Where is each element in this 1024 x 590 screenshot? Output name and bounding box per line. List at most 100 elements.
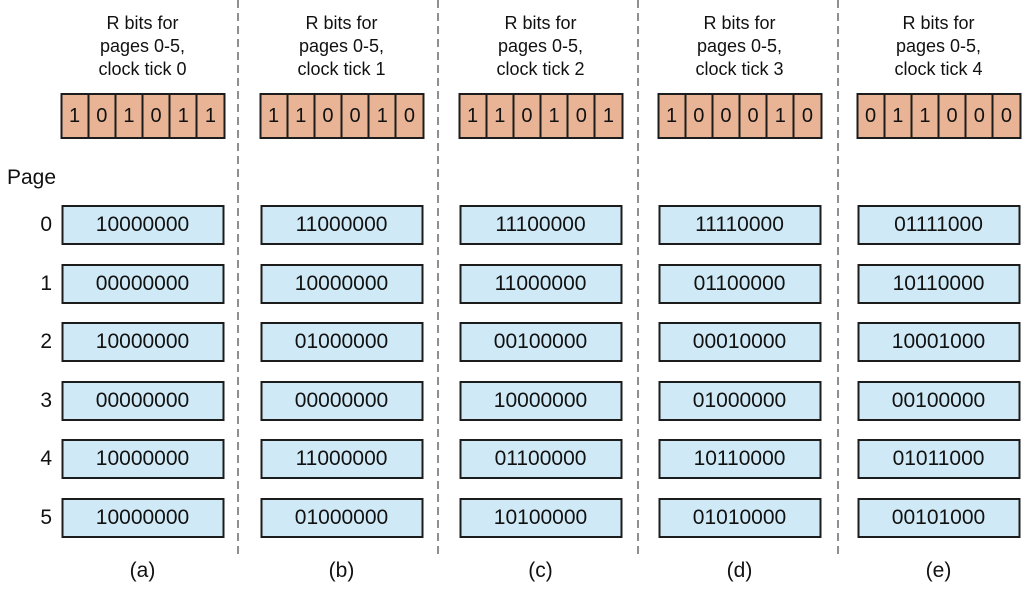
r-bit-cell: 0	[940, 95, 967, 137]
column-header-line: pages 0-5,	[298, 36, 385, 56]
r-bit-cell: 0	[89, 95, 117, 137]
column-header-line: clock tick 0	[98, 59, 187, 79]
r-bit-cell: 1	[204, 104, 216, 127]
column-header-line: pages 0-5,	[696, 36, 783, 56]
page-number-column: 0 1 2 3 4 5	[0, 205, 52, 538]
r-bit-cell: 0	[514, 95, 542, 137]
aging-counter-box: 11100000	[459, 205, 622, 245]
column-header: R bits for pages 0-5, clock tick 0	[43, 12, 242, 81]
page-number: 1	[40, 271, 52, 295]
r-bit-cell: 1	[171, 95, 198, 137]
dashed-column-separator	[437, 0, 439, 556]
aging-counter-box: 01100000	[459, 439, 622, 480]
aging-counter-box: 00100000	[857, 380, 1020, 421]
r-bit-cell: 1	[261, 95, 289, 137]
column-label: (c)	[528, 559, 553, 582]
aging-counter-box: 11000000	[459, 263, 622, 304]
r-bit-cell: 1	[116, 95, 144, 137]
column-header-line: pages 0-5,	[497, 36, 584, 56]
r-bit-cell: 1	[542, 95, 569, 137]
r-bit-cell: 1	[659, 95, 687, 137]
column-header-line: pages 0-5,	[99, 36, 186, 56]
r-bit-cell: 0	[569, 95, 596, 137]
aging-counter-box: 10000000	[61, 322, 224, 363]
aging-counter-box: 01011000	[857, 439, 1020, 480]
r-bit-cell: 1	[62, 95, 90, 137]
page-number: 4	[40, 447, 52, 471]
dashed-column-separator	[237, 0, 239, 556]
r-bit-cell: 0	[1000, 104, 1012, 127]
page-axis-label: Page	[7, 166, 57, 189]
r-bit-cell: 1	[288, 95, 316, 137]
r-bit-cell: 0	[858, 95, 886, 137]
aging-counter-box: 01000000	[260, 497, 423, 538]
column-header-line: R bits for	[902, 13, 975, 33]
counters-stack: 10000000 00000000 10000000 00000000 10000000…	[61, 205, 224, 538]
column-label: (d)	[726, 559, 753, 582]
aging-counter-box: 11000000	[260, 205, 423, 245]
aging-counter-box: 10001000	[857, 322, 1020, 363]
aging-counter-box: 10100000	[459, 497, 622, 538]
aging-counter-box: 10000000	[61, 497, 224, 538]
aging-counter-box: 00000000	[61, 263, 224, 304]
page-number: 2	[40, 330, 52, 354]
aging-counter-box: 01000000	[658, 380, 821, 421]
r-bit-cell: 1	[602, 104, 614, 127]
aging-counter-box: 10110000	[857, 263, 1020, 304]
r-bit-cell: 0	[967, 95, 994, 137]
r-bit-cell: 1	[460, 95, 488, 137]
aging-counter-box: 00000000	[260, 380, 423, 421]
aging-counter-box: 00010000	[658, 322, 821, 363]
counters-stack: 01111000 10110000 10001000 00100000 01011000…	[857, 205, 1020, 538]
column-header-line: R bits for	[106, 13, 179, 33]
r-bit-cell: 0	[343, 95, 370, 137]
page-number: 0	[40, 213, 52, 236]
column-header-line: clock tick 3	[695, 59, 784, 79]
aging-counter-box: 01100000	[658, 263, 821, 304]
aging-counter-box: 00000000	[61, 380, 224, 421]
page-number: 3	[40, 388, 52, 412]
column-header-line: clock tick 1	[297, 59, 386, 79]
column-label: (e)	[925, 559, 952, 582]
r-bit-cell: 1	[487, 95, 515, 137]
aging-counter-box: 10000000	[260, 263, 423, 304]
r-bit-cell: 0	[801, 104, 813, 127]
column-header: R bits for pages 0-5, clock tick 2	[441, 12, 640, 81]
column-label: (b)	[328, 559, 355, 582]
dashed-column-separator	[837, 0, 839, 556]
aging-counter-box: 01111000	[857, 205, 1020, 245]
r-bit-cell: 0	[144, 95, 171, 137]
counters-stack: 11100000 11000000 00100000 10000000 01100000…	[459, 205, 622, 538]
column-label: (a)	[129, 559, 156, 582]
r-bit-cell: 1	[912, 95, 940, 137]
aging-counter-box: 00101000	[857, 497, 1020, 538]
aging-counter-box: 00100000	[459, 322, 622, 363]
r-bit-cell: 0	[686, 95, 714, 137]
column-header-line: pages 0-5,	[895, 36, 982, 56]
r-bit-cell: 1	[768, 95, 795, 137]
column-header-line: clock tick 2	[496, 59, 585, 79]
aging-counter-box: 01000000	[260, 322, 423, 363]
aging-counter-box: 10000000	[61, 205, 224, 245]
r-bit-cell: 1	[885, 95, 913, 137]
aging-counter-box: 11110000	[658, 205, 821, 245]
r-bit-cell: 0	[403, 104, 415, 127]
aging-counter-box: 10000000	[459, 380, 622, 421]
page-number: 5	[40, 505, 52, 529]
r-bit-cell: 0	[741, 95, 768, 137]
aging-counter-box: 11000000	[260, 439, 423, 480]
column-header-line: R bits for	[504, 13, 577, 33]
